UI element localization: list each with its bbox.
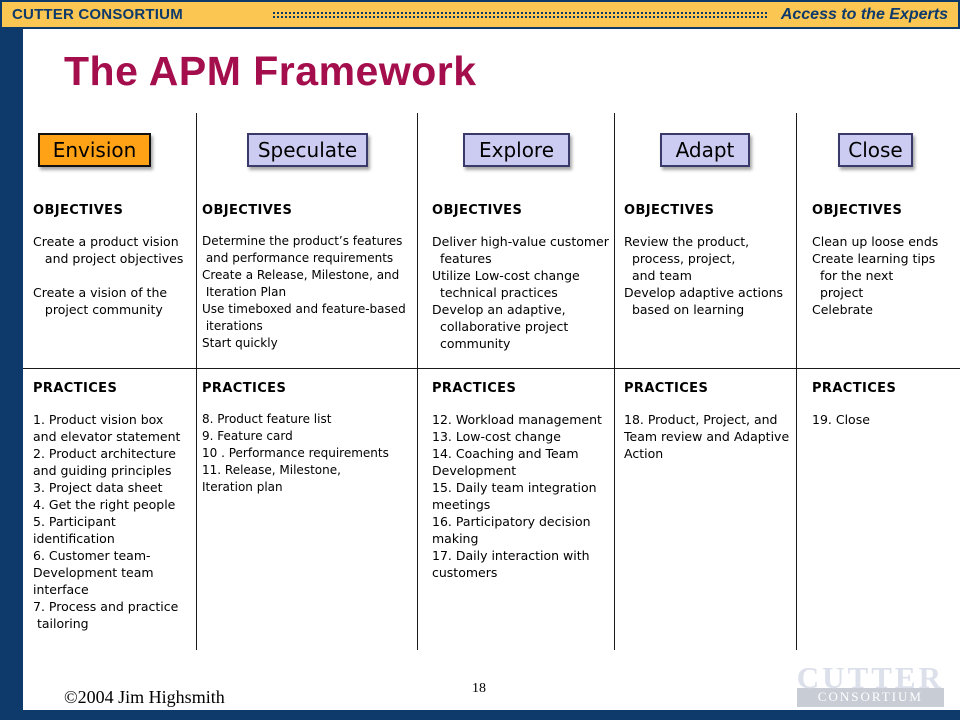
objectives-heading: OBJECTIVES (432, 203, 523, 218)
practices-body: 12. Workload management 13. Low-cost cha… (432, 412, 602, 580)
column-divider-4 (796, 113, 797, 650)
objectives-heading: OBJECTIVES (33, 203, 124, 218)
speculate-practices: PRACTICES 8. Product feature list 9. Fea… (202, 381, 416, 496)
bottom-accent-bar (0, 710, 960, 720)
page-number: 18 (472, 681, 486, 696)
explore-objectives: OBJECTIVES Deliver high-value customer f… (432, 203, 613, 352)
dotted-leader-line (272, 11, 767, 18)
column-divider-3 (614, 113, 615, 650)
header-bar: CUTTER CONSORTIUM Access to the Experts (0, 0, 960, 29)
cutter-consortium-logo: CUTTER CONSORTIUM (796, 660, 944, 707)
phase-box-close: Close (838, 133, 913, 167)
practices-heading: PRACTICES (812, 381, 897, 396)
practices-heading: PRACTICES (624, 381, 709, 396)
left-accent-bar (0, 29, 23, 710)
logo-wordmark-top: CUTTER (796, 660, 944, 695)
objectives-body: Create a product vision and project obje… (33, 234, 184, 317)
objectives-heading: OBJECTIVES (812, 203, 903, 218)
logo-wordmark-bottom: CONSORTIUM (796, 688, 944, 707)
objectives-practices-divider (23, 368, 960, 369)
objectives-heading: OBJECTIVES (202, 203, 293, 218)
practices-heading: PRACTICES (202, 381, 287, 396)
phase-box-adapt: Adapt (660, 133, 750, 167)
phase-box-envision: Envision (38, 133, 151, 167)
envision-practices: PRACTICES 1. Product vision box and elev… (33, 381, 195, 632)
column-divider-1 (196, 113, 197, 650)
objectives-body: Determine the product’s features and per… (202, 234, 406, 350)
phase-box-speculate: Speculate (247, 133, 368, 167)
envision-objectives: OBJECTIVES Create a product vision and p… (33, 203, 195, 318)
explore-practices: PRACTICES 12. Workload management 13. Lo… (432, 381, 613, 581)
objectives-body: Review the product, process, project, an… (624, 234, 784, 317)
adapt-practices: PRACTICES 18. Product, Project, and Team… (624, 381, 795, 462)
close-objectives: OBJECTIVES Clean up loose ends Create le… (812, 203, 958, 318)
close-practices: PRACTICES 19. Close (812, 381, 958, 428)
practices-body: 19. Close (812, 412, 870, 427)
practices-body: 8. Product feature list 9. Feature card … (202, 412, 389, 494)
brand-text: CUTTER CONSORTIUM (12, 6, 183, 23)
column-divider-2 (417, 113, 418, 650)
objectives-heading: OBJECTIVES (624, 203, 715, 218)
practices-heading: PRACTICES (432, 381, 517, 396)
objectives-body: Deliver high-value customer features Uti… (432, 234, 609, 351)
practices-body: 1. Product vision box and elevator state… (33, 412, 181, 631)
objectives-body: Clean up loose ends Create learning tips… (812, 234, 939, 317)
copyright-text: ©2004 Jim Highsmith (64, 687, 225, 707)
adapt-objectives: OBJECTIVES Review the product, process, … (624, 203, 795, 318)
practices-body: 18. Product, Project, and Team review an… (624, 412, 790, 461)
speculate-objectives: OBJECTIVES Determine the product’s featu… (202, 203, 416, 352)
tagline-text: Access to the Experts (780, 5, 948, 23)
phase-box-explore: Explore (463, 133, 570, 167)
page-title: The APM Framework (64, 48, 477, 94)
practices-heading: PRACTICES (33, 381, 118, 396)
